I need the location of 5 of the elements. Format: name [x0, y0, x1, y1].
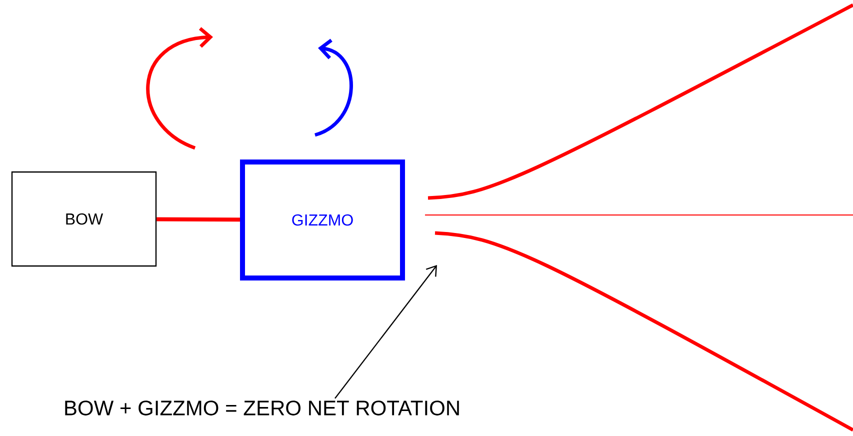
leader-line: [334, 265, 437, 399]
process-box: GIZZMO: [240, 160, 405, 280]
connector-line: [156, 217, 240, 222]
caption-text: BOW + GIZZMO = ZERO NET ROTATION: [65, 400, 459, 416]
process-box: BOW: [11, 171, 157, 267]
